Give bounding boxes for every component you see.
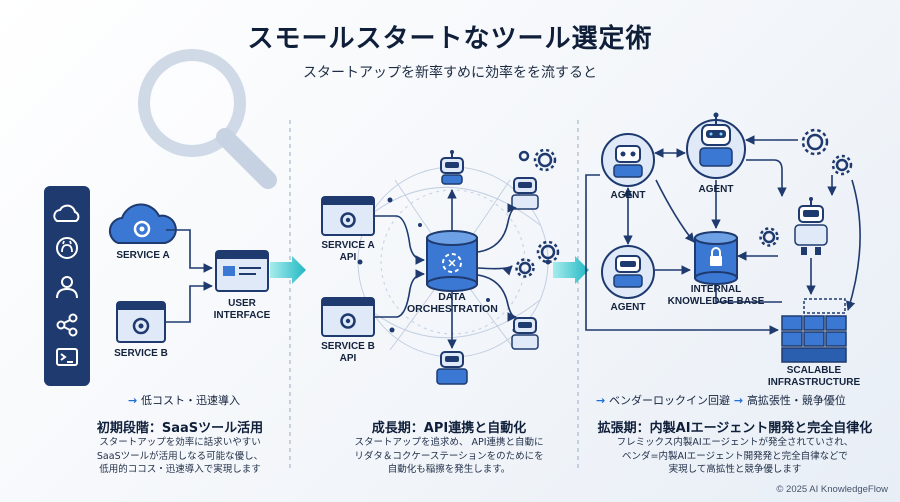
data-orchestration-database-icon — [426, 230, 478, 292]
robot-icon-bottom — [436, 351, 468, 385]
agent-icon-top — [686, 112, 746, 179]
robot-icon-right-top — [511, 177, 539, 210]
copyright: © 2025 AI KnowledgeFlow — [776, 484, 888, 495]
terminal-icon — [56, 348, 78, 366]
phase1-bullet: → 低コスト・迅速導入 — [128, 394, 241, 407]
agent-bottom-left-label: AGENT — [610, 302, 646, 313]
service-b-api-window-icon — [321, 297, 375, 337]
tool-sidebar — [44, 186, 90, 386]
service-a-label: SERVICE A — [116, 250, 170, 261]
arrow-right-icon: → — [128, 394, 142, 407]
service-b-window-icon — [116, 301, 166, 343]
arrow-right-icon: → — [730, 394, 747, 407]
phase2-heading: 成長期：API連携と自動化 — [371, 421, 527, 436]
arrow-right-icon: → — [596, 394, 610, 407]
gear-icon — [515, 148, 560, 278]
agent-icon-bottom-left — [601, 245, 655, 299]
transition-arrow-2 — [553, 256, 589, 284]
transition-arrow-1 — [270, 256, 306, 284]
robot-icon-right — [794, 197, 828, 255]
agent-top-left-label: AGENT — [610, 190, 646, 201]
service-b-label: SERVICE B — [114, 348, 168, 359]
agent-icon-top-left — [601, 133, 655, 187]
robot-icon-right-bottom — [511, 317, 539, 350]
phase2-description: スタートアップを追求め、 API連携と自動にリダタ＆コクケーステーションをのため… — [354, 437, 544, 475]
phase3-heading: 拡張期：内製AIエージェント開発と完全自律化 — [597, 421, 873, 436]
arrow-b-to-ui — [166, 281, 213, 323]
service-a-cloud-icon — [108, 203, 177, 244]
page-subtitle: スタートアップを新率すめに効率をを流すると — [303, 65, 597, 81]
phase3-bullets: → ベンダーロックイン回避 → 高拡張性・競争優位 — [596, 394, 846, 407]
magnifier-icon — [138, 49, 277, 189]
service-a-api-window-icon — [321, 196, 375, 236]
robot-icon-top — [440, 150, 464, 185]
arrow-a-to-ui — [166, 229, 213, 273]
share-icon — [56, 313, 78, 337]
user-interface-window-icon — [215, 250, 269, 292]
page-title: スモールスタートなツール選定術 — [247, 24, 653, 54]
cloud-icon — [53, 204, 80, 222]
gear-icon-phase3 — [759, 128, 853, 247]
phase1-heading: 初期段階：SaaSツール活用 — [96, 421, 264, 436]
knowledge-base-database-icon — [694, 231, 738, 285]
scalable-infrastructure-blocks-icon — [781, 298, 847, 363]
github-icon — [56, 237, 78, 259]
phase3-description: フレミックス内製AIエージェントが発全されていされ、ベンダ=内製AIエージェント… — [616, 437, 854, 475]
user-icon — [56, 276, 78, 299]
agent-top-label: AGENT — [698, 184, 734, 195]
